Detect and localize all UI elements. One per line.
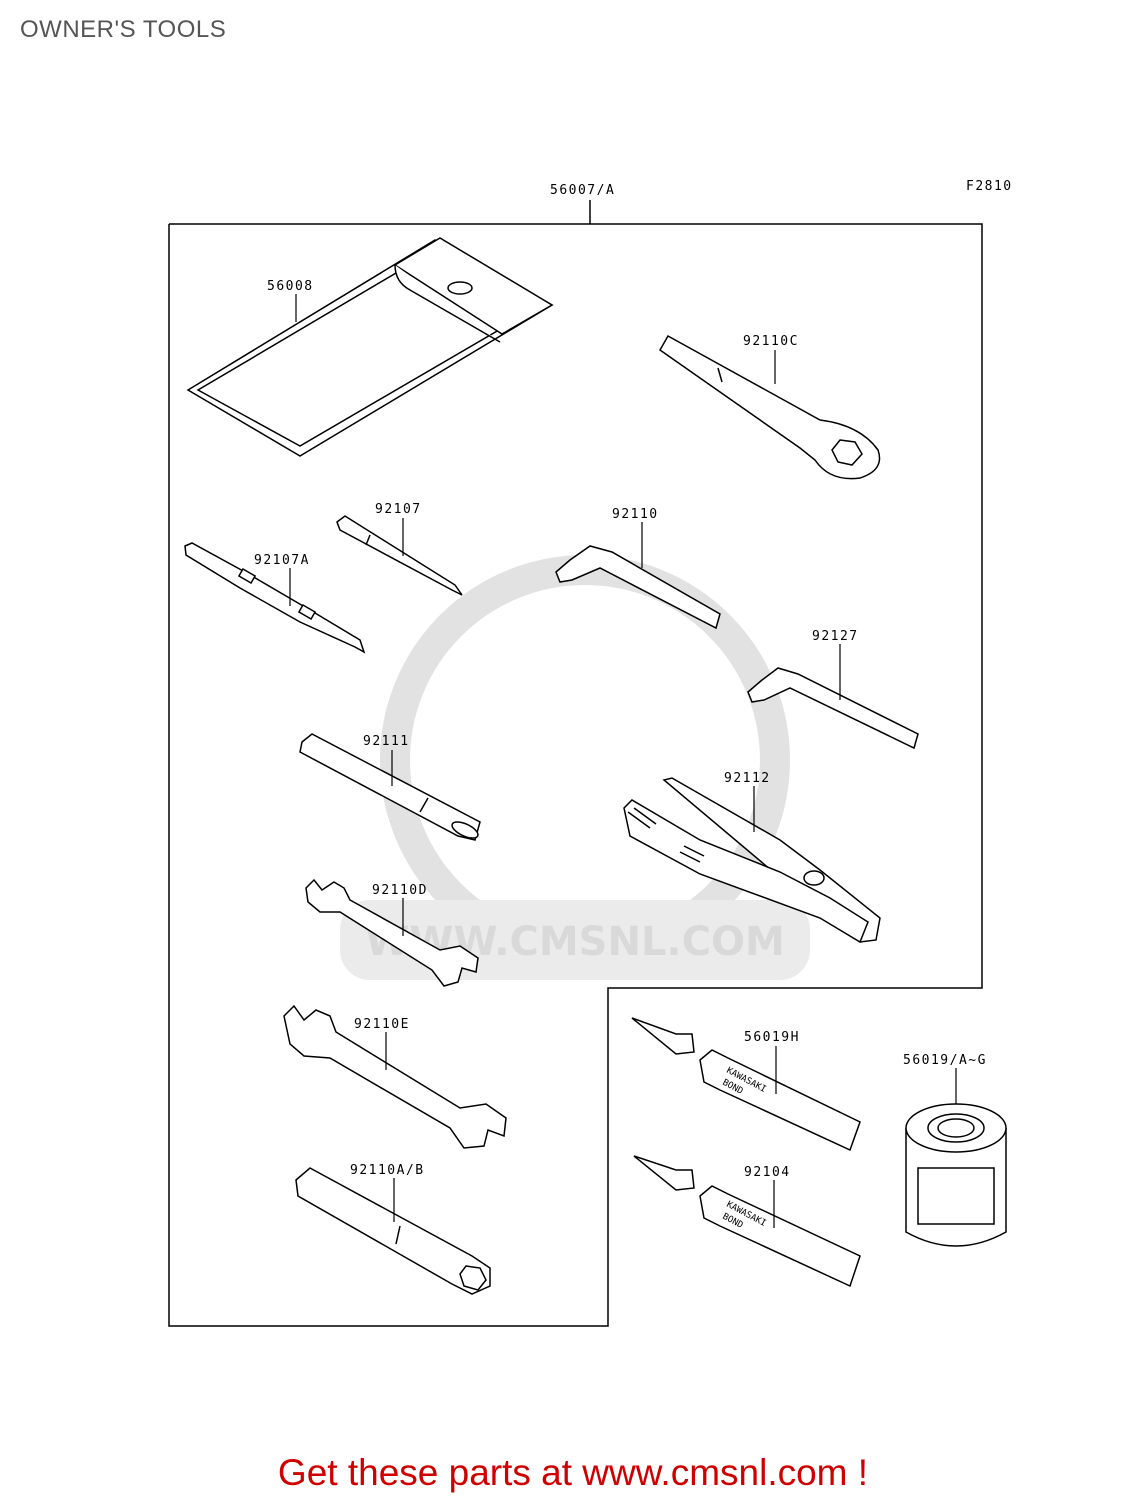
box-wrench-drawing xyxy=(295,1167,491,1295)
part-label-wrench-small: 92110D xyxy=(372,883,428,898)
part-label-screwdriver: 92107A xyxy=(254,553,310,568)
pliers-drawing xyxy=(623,777,881,944)
part-label-wrench-large: 92110E xyxy=(354,1017,410,1032)
screwdriver-grip-drawing xyxy=(336,515,463,596)
bond-tube-b-drawing: KAWASAKI BOND xyxy=(633,1155,861,1288)
handle-bar-drawing xyxy=(299,733,481,841)
wrench-small-drawing xyxy=(305,878,479,987)
tool-bag-drawing xyxy=(186,237,554,457)
part-label-screwdriver-grip: 92107 xyxy=(375,502,422,517)
page-title: OWNER'S TOOLS xyxy=(20,16,227,43)
part-label-hex-key-small: 92127 xyxy=(812,629,859,644)
part-label-pliers: 92112 xyxy=(724,771,771,786)
part-label-ring-spanner: 92110C xyxy=(743,334,799,349)
screwdriver-drawing xyxy=(184,542,366,654)
part-label-hex-key-large: 92110 xyxy=(612,507,659,522)
hex-key-small-drawing xyxy=(747,667,919,750)
part-label-bond-tube-a: 56019H xyxy=(744,1030,800,1045)
bond-can-drawing xyxy=(905,1103,1007,1247)
kit-outline xyxy=(168,200,983,1327)
part-label-box-wrench: 92110A/B xyxy=(350,1163,425,1178)
footer-link[interactable]: Get these parts at www.cmsnl.com ! xyxy=(277,1452,869,1493)
part-label-bag: 56008 xyxy=(267,279,314,294)
kit-label: 56007/A xyxy=(550,183,615,198)
part-label-handle-bar: 92111 xyxy=(363,734,410,749)
ring-spanner-drawing xyxy=(659,334,881,480)
hex-key-large-drawing xyxy=(555,545,721,630)
part-label-bond-can: 56019/A~G xyxy=(903,1053,987,1068)
bond-tube-a-drawing: KAWASAKI BOND xyxy=(631,1017,861,1152)
part-label-bond-tube-b: 92104 xyxy=(744,1165,791,1180)
wrench-large-drawing xyxy=(283,1004,507,1149)
figure-code: F2810 xyxy=(966,179,1013,194)
